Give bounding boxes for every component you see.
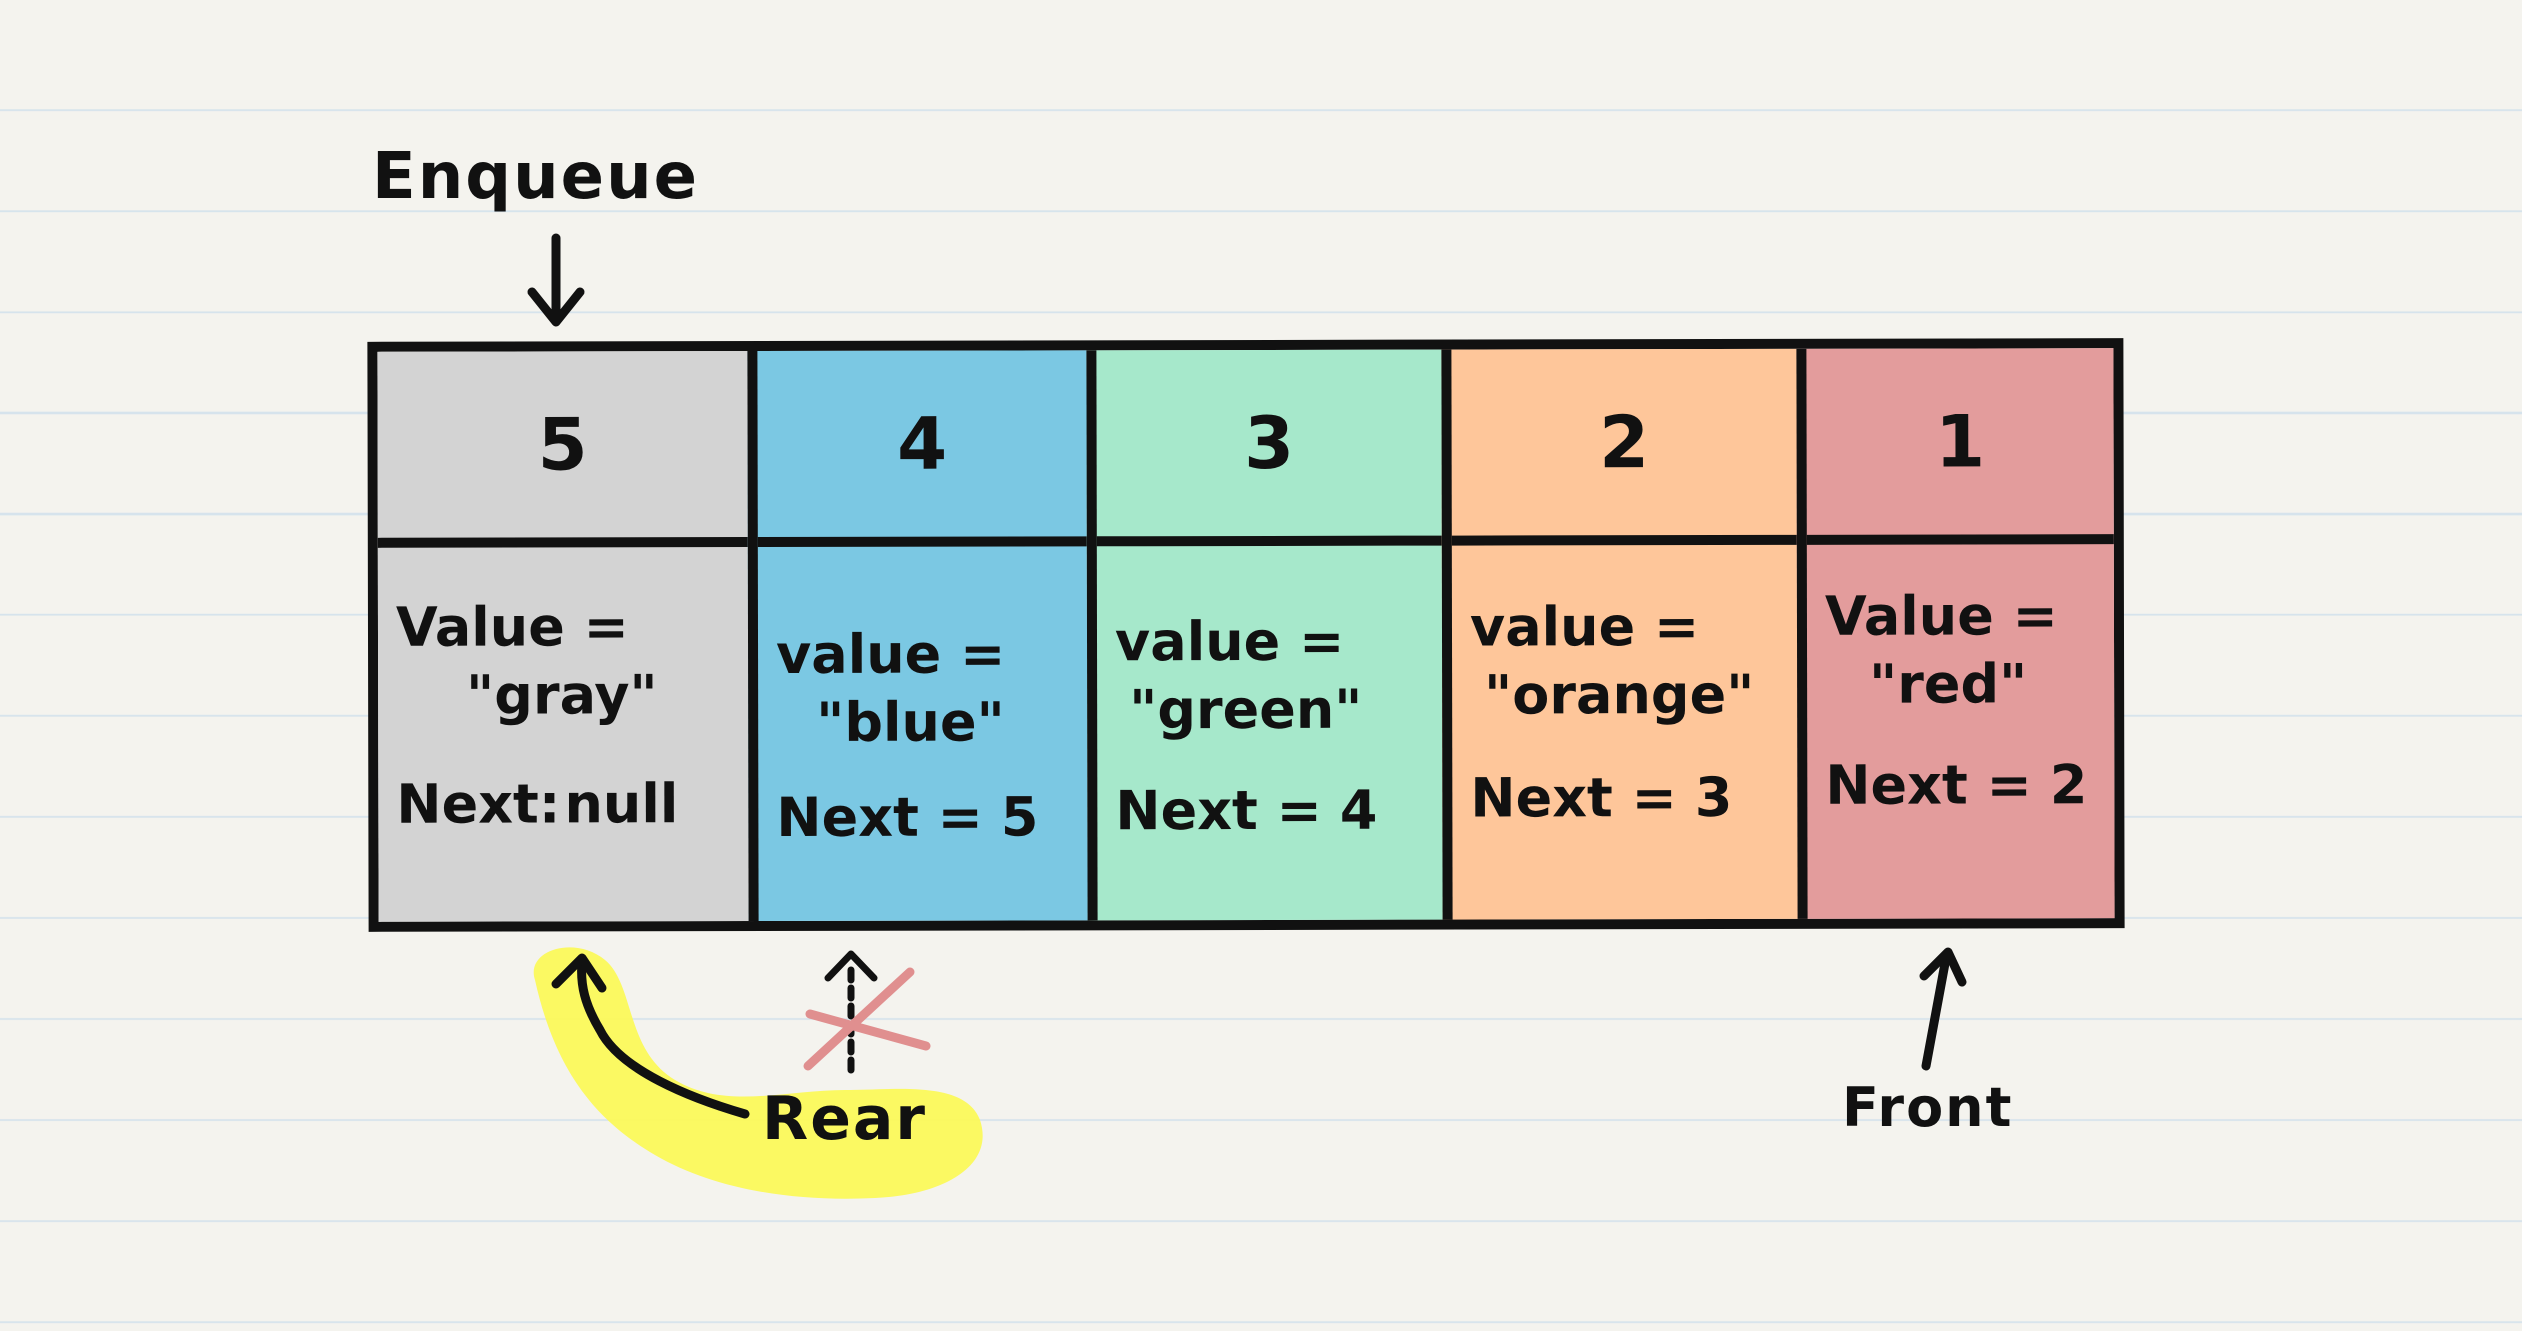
rear-label: Rear: [762, 1084, 927, 1154]
enqueue-label: Enqueue: [372, 140, 700, 214]
node-index: 4: [757, 350, 1087, 548]
node-3: 3 value = "green" Next = 4: [1086, 349, 1443, 921]
next-value: 2: [2049, 753, 2088, 817]
next-value: 4: [1339, 778, 1378, 842]
value-text: "green": [1129, 677, 1363, 741]
value-label: value =: [775, 622, 1006, 686]
value-text: "red": [1869, 651, 2028, 716]
next-label: Next =: [776, 785, 983, 849]
next-value: 5: [1000, 785, 1039, 849]
node-2: 2 value = "orange" Next = 3: [1441, 348, 1798, 920]
next-value: 3: [1694, 765, 1733, 830]
value-label: Value =: [1824, 584, 2058, 648]
node-index: 2: [1451, 348, 1797, 546]
next-line: Next = 3: [1470, 764, 1797, 832]
value-text: "blue": [816, 690, 1005, 754]
node-body: value = "green" Next = 4: [1097, 546, 1443, 921]
queue: 5 Value = "gray" Next:null 4 value = "bl…: [367, 338, 2125, 932]
next-line: Next = 5: [776, 783, 1087, 851]
node-body: value = "blue" Next = 5: [758, 546, 1088, 921]
front-label: Front: [1842, 1076, 2014, 1139]
node-body: Value = "red" Next = 2: [1807, 544, 2115, 919]
node-body: value = "orange" Next = 3: [1452, 545, 1798, 920]
value-label: Value =: [395, 595, 629, 659]
value-label: value =: [1469, 595, 1700, 659]
node-1: 1 Value = "red" Next = 2: [1796, 348, 2115, 919]
value-text: "gray": [466, 662, 658, 727]
node-index: 5: [377, 351, 748, 548]
rear-highlight: [533, 947, 983, 1199]
value-label: value =: [1114, 609, 1345, 674]
front-arrow-icon: [1919, 947, 1967, 1071]
next-label: Next =: [1115, 778, 1322, 843]
enqueue-arrow-icon: [527, 233, 585, 327]
node-index: 1: [1806, 348, 2114, 545]
node-4: 4 value = "blue" Next = 5: [747, 350, 1088, 922]
node-index: 3: [1096, 349, 1442, 547]
node-5: 5 Value = "gray" Next:null: [377, 351, 749, 922]
next-label: Next =: [1825, 753, 2032, 817]
next-line: Next = 2: [1825, 751, 2114, 819]
next-label: Next:: [396, 772, 561, 836]
next-value: null: [564, 772, 679, 836]
value-text: "orange": [1484, 662, 1755, 727]
next-line: Next = 4: [1115, 777, 1442, 845]
node-body: Value = "gray" Next:null: [378, 547, 749, 922]
next-label: Next =: [1470, 766, 1677, 830]
next-line: Next:null: [396, 770, 748, 838]
